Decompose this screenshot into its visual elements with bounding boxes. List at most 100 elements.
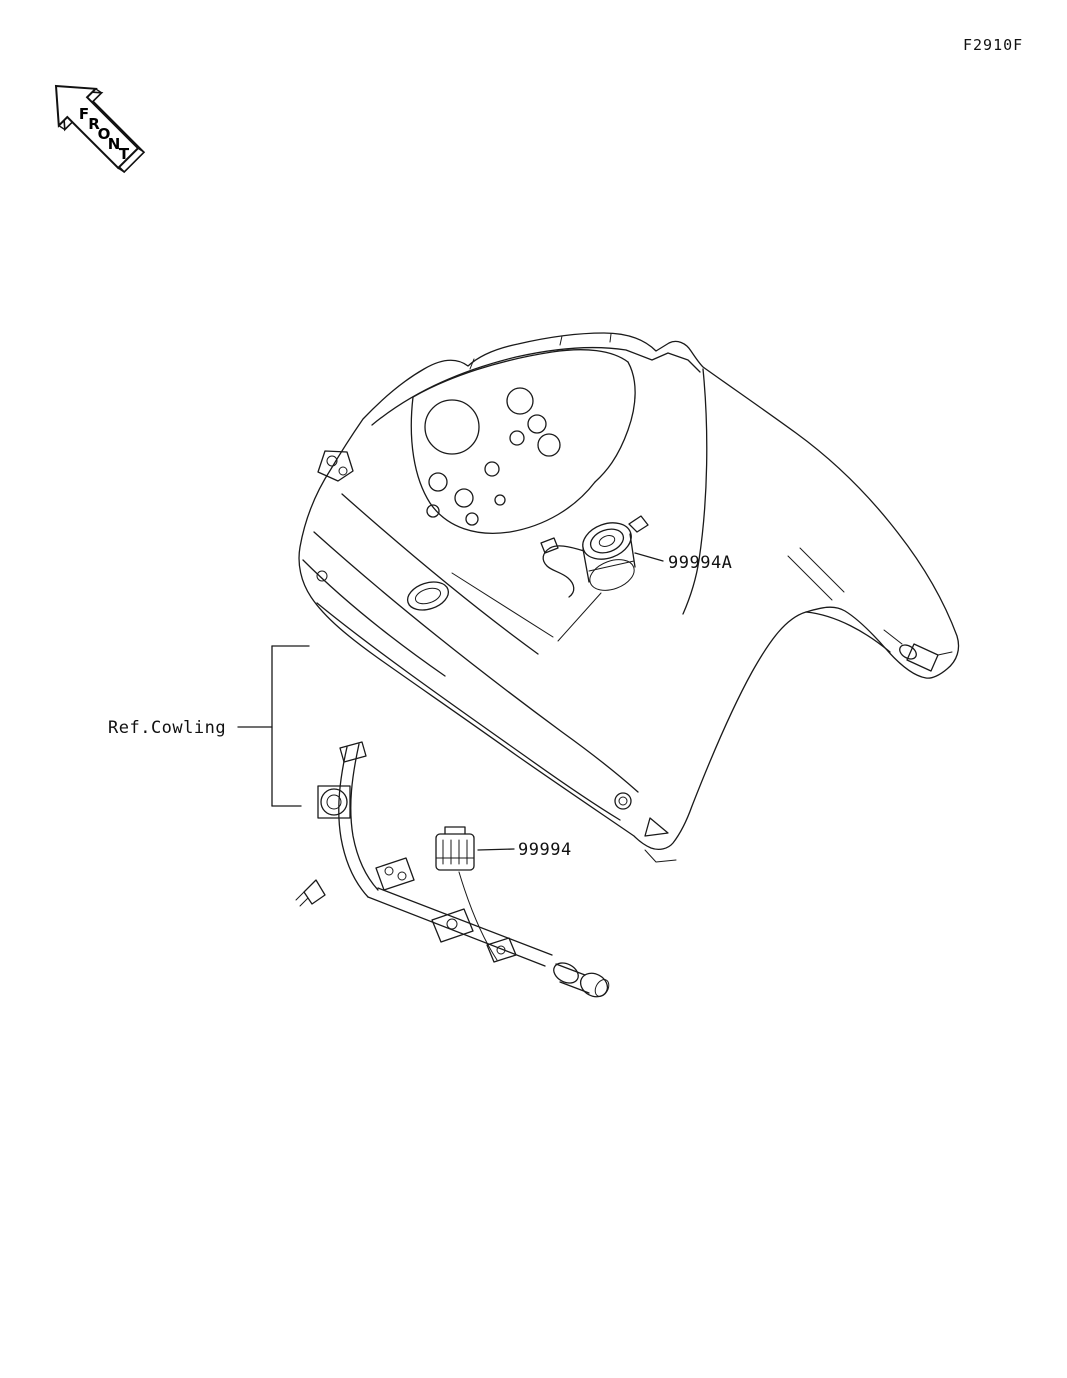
socket-mount-line xyxy=(451,572,554,638)
bracket-pillar xyxy=(338,746,369,898)
bracket-assembly-drawing xyxy=(295,741,610,998)
cowling-drawing xyxy=(298,332,960,850)
lower-bracket xyxy=(431,908,474,943)
socket-holder-cap xyxy=(594,979,610,997)
lower-inner-edge xyxy=(316,602,621,821)
bolt-hole xyxy=(384,866,394,876)
right-tip-end xyxy=(937,651,953,656)
front-arrow-letter: R xyxy=(88,115,100,133)
bracket-arm xyxy=(377,887,553,956)
tab-hole-inner xyxy=(618,796,628,806)
leader-line-99994 xyxy=(477,848,515,851)
wire-connector xyxy=(540,537,559,554)
front-arrow-edge xyxy=(94,88,103,94)
tab-notch xyxy=(644,817,669,837)
front-arrow-body xyxy=(54,84,140,170)
right-vent-slot xyxy=(787,555,833,601)
wire-clamp xyxy=(486,937,517,963)
instrument-panel-holes xyxy=(406,387,561,611)
instrument-panel-edge-right xyxy=(594,361,636,483)
part-label-99994: 99994 xyxy=(518,840,572,860)
front-arrow-letter: T xyxy=(119,145,130,163)
panel-hole xyxy=(424,399,480,455)
right-tip-bush xyxy=(899,644,917,660)
cowling-bottom-tab xyxy=(614,792,677,863)
left-panel-crease xyxy=(341,493,539,655)
socket-top xyxy=(582,522,632,560)
panel-hole xyxy=(428,472,448,492)
panel-hole xyxy=(426,504,440,518)
panel-hole xyxy=(494,494,506,506)
bolt-hole xyxy=(397,871,407,881)
panel-hole xyxy=(484,461,500,477)
socket-body-side xyxy=(629,533,636,568)
right-tip-link xyxy=(883,629,903,645)
figure-code: F2910F xyxy=(963,36,1024,54)
front-arrow-letter: F xyxy=(79,105,89,123)
bracket-hole-inner xyxy=(326,794,342,810)
rim-notch xyxy=(559,335,563,346)
meter-opening xyxy=(406,581,450,611)
socket-wire xyxy=(542,545,585,598)
bracket-hole xyxy=(320,788,348,816)
rim-notch xyxy=(609,333,612,343)
bolt-hole xyxy=(446,918,458,930)
right-vent-slot xyxy=(799,547,845,593)
leader-lines xyxy=(237,552,664,851)
right-tip-bracket xyxy=(906,643,939,672)
relay-link-line xyxy=(458,871,498,961)
panel-hole xyxy=(537,433,561,457)
mirror-stay-bracket xyxy=(317,450,354,482)
relay-drawing xyxy=(435,826,475,871)
socket-top-inner xyxy=(589,528,625,554)
socket-collar xyxy=(588,560,635,572)
cowling-outline xyxy=(298,332,960,850)
front-arrow-edge xyxy=(137,147,145,153)
bracket-hook xyxy=(303,879,326,905)
bolt-hole xyxy=(496,945,506,955)
bracket-hole-plate xyxy=(317,785,351,819)
ref-cowling-label: Ref.Cowling xyxy=(108,718,227,738)
mid-bracket xyxy=(375,857,415,891)
panel-hole xyxy=(527,414,547,434)
left-panel-crease xyxy=(313,531,639,793)
bracket-hook-line xyxy=(295,891,305,901)
panel-hole xyxy=(454,488,474,508)
socket-core xyxy=(598,535,616,547)
accessory-socket-drawing xyxy=(451,515,649,642)
bracket-hook-line xyxy=(299,897,309,907)
part-label-99994a: 99994A xyxy=(668,553,733,573)
rim-notch xyxy=(469,358,475,370)
socket-holder-side xyxy=(555,963,586,976)
front-arrow-letter: N xyxy=(108,135,121,153)
tab-lower-lines xyxy=(644,849,677,863)
meter-opening-inner xyxy=(414,587,442,605)
socket-holder xyxy=(553,962,579,984)
front-arrow-letter: O xyxy=(98,125,111,143)
socket-base xyxy=(589,559,635,591)
right-panel-crease xyxy=(682,368,708,615)
front-arrow-edge xyxy=(117,167,125,173)
front-arrow-edge xyxy=(58,124,66,131)
bolt-hole xyxy=(338,466,348,476)
bracket-pillar xyxy=(350,743,379,891)
socket-mount-line xyxy=(557,592,602,642)
bracket-top-plate xyxy=(339,741,367,763)
bracket-arm xyxy=(367,896,546,967)
bolt-hole xyxy=(326,455,338,467)
relay-body xyxy=(435,833,475,871)
left-panel-crease xyxy=(302,559,446,677)
instrument-panel-edge-top xyxy=(412,349,629,398)
front-direction-arrow: F R O N T xyxy=(54,84,146,174)
right-wing-inner-edge xyxy=(805,611,891,653)
instrument-panel-edge-left xyxy=(410,396,596,534)
tab-hole xyxy=(614,792,632,810)
side-hole xyxy=(316,570,328,582)
socket-body-side xyxy=(582,548,590,583)
panel-hole xyxy=(509,430,525,446)
panel-hole xyxy=(506,387,534,415)
socket-cap-tab xyxy=(628,515,649,533)
leader-line-99994a xyxy=(634,552,664,562)
